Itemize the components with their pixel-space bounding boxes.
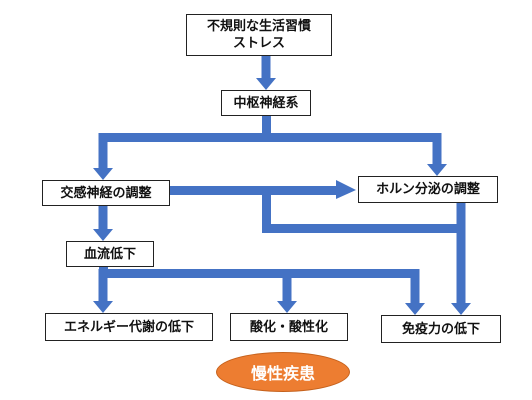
node-energy-metabolism-decrease: エネルギー代謝の低下	[45, 313, 213, 341]
node-sympathetic-regulation: 交感神経の調整	[42, 180, 170, 206]
connector-branch-horizontal	[99, 133, 441, 142]
node-lifestyle-line2: ストレス	[232, 36, 285, 51]
node-cns-label: 中枢神経系	[233, 95, 299, 111]
node-hormone-regulation: ホルン分泌の調整	[358, 176, 498, 203]
node-immunity-label: 免疫力の低下	[401, 321, 480, 337]
connector-distribution-horizontal	[99, 269, 419, 278]
arrow-to-immunity-head	[405, 303, 425, 315]
arrow-sympathetic-to-blood-flow-shaft	[98, 206, 108, 230]
arrow-branch-to-hormone-head	[427, 164, 447, 176]
arrow-hormone-to-immunity-shaft	[456, 203, 466, 304]
arrow-hormone-to-immunity-head	[451, 303, 471, 315]
node-central-nervous-system: 中枢神経系	[221, 90, 311, 116]
node-hormone-label: ホルン分泌の調整	[376, 182, 480, 197]
node-chronic-disease: 慢性疾患	[216, 352, 350, 392]
connector-sympathetic-drop	[262, 190, 271, 228]
connector-cns-stem	[262, 116, 271, 140]
node-lifestyle-line1: 不規則な生活習慣	[206, 19, 311, 34]
arrow-to-energy-shaft	[98, 269, 108, 302]
arrow-sympathetic-to-hormone-head	[336, 180, 356, 199]
node-lifestyle-stress: 不規則な生活習慣 ストレス	[186, 14, 332, 56]
node-blood-flow-label: 血流低下	[83, 246, 136, 262]
node-energy-label: エネルギー代謝の低下	[63, 319, 194, 335]
arrow-to-energy-head	[93, 301, 113, 313]
node-blood-flow-decrease: 血流低下	[66, 241, 154, 267]
node-chronic-label: 慢性疾患	[250, 364, 315, 383]
arrow-to-oxidation-shaft	[282, 269, 292, 302]
arrow-branch-to-sympathetic-head	[93, 168, 113, 180]
arrow-branch-to-sympathetic-shaft	[98, 133, 108, 169]
arrow-lifestyle-to-cns-shaft	[261, 56, 271, 79]
arrow-lifestyle-to-cns-head	[256, 78, 276, 90]
arrow-to-immunity-shaft	[410, 269, 420, 304]
node-immunity-decrease: 免疫力の低下	[381, 315, 501, 343]
node-oxidation-acidification: 酸化・酸性化	[230, 313, 348, 341]
node-sympathetic-label: 交感神経の調整	[60, 185, 152, 201]
arrow-sympathetic-to-blood-flow-head	[93, 229, 113, 241]
arrow-to-oxidation-head	[277, 301, 297, 313]
arrow-sympathetic-to-hormone-shaft	[170, 186, 338, 195]
connector-sympathetic-to-right	[262, 224, 465, 233]
arrow-branch-to-hormone-shaft	[432, 133, 442, 165]
node-oxidation-label: 酸化・酸性化	[249, 319, 328, 335]
